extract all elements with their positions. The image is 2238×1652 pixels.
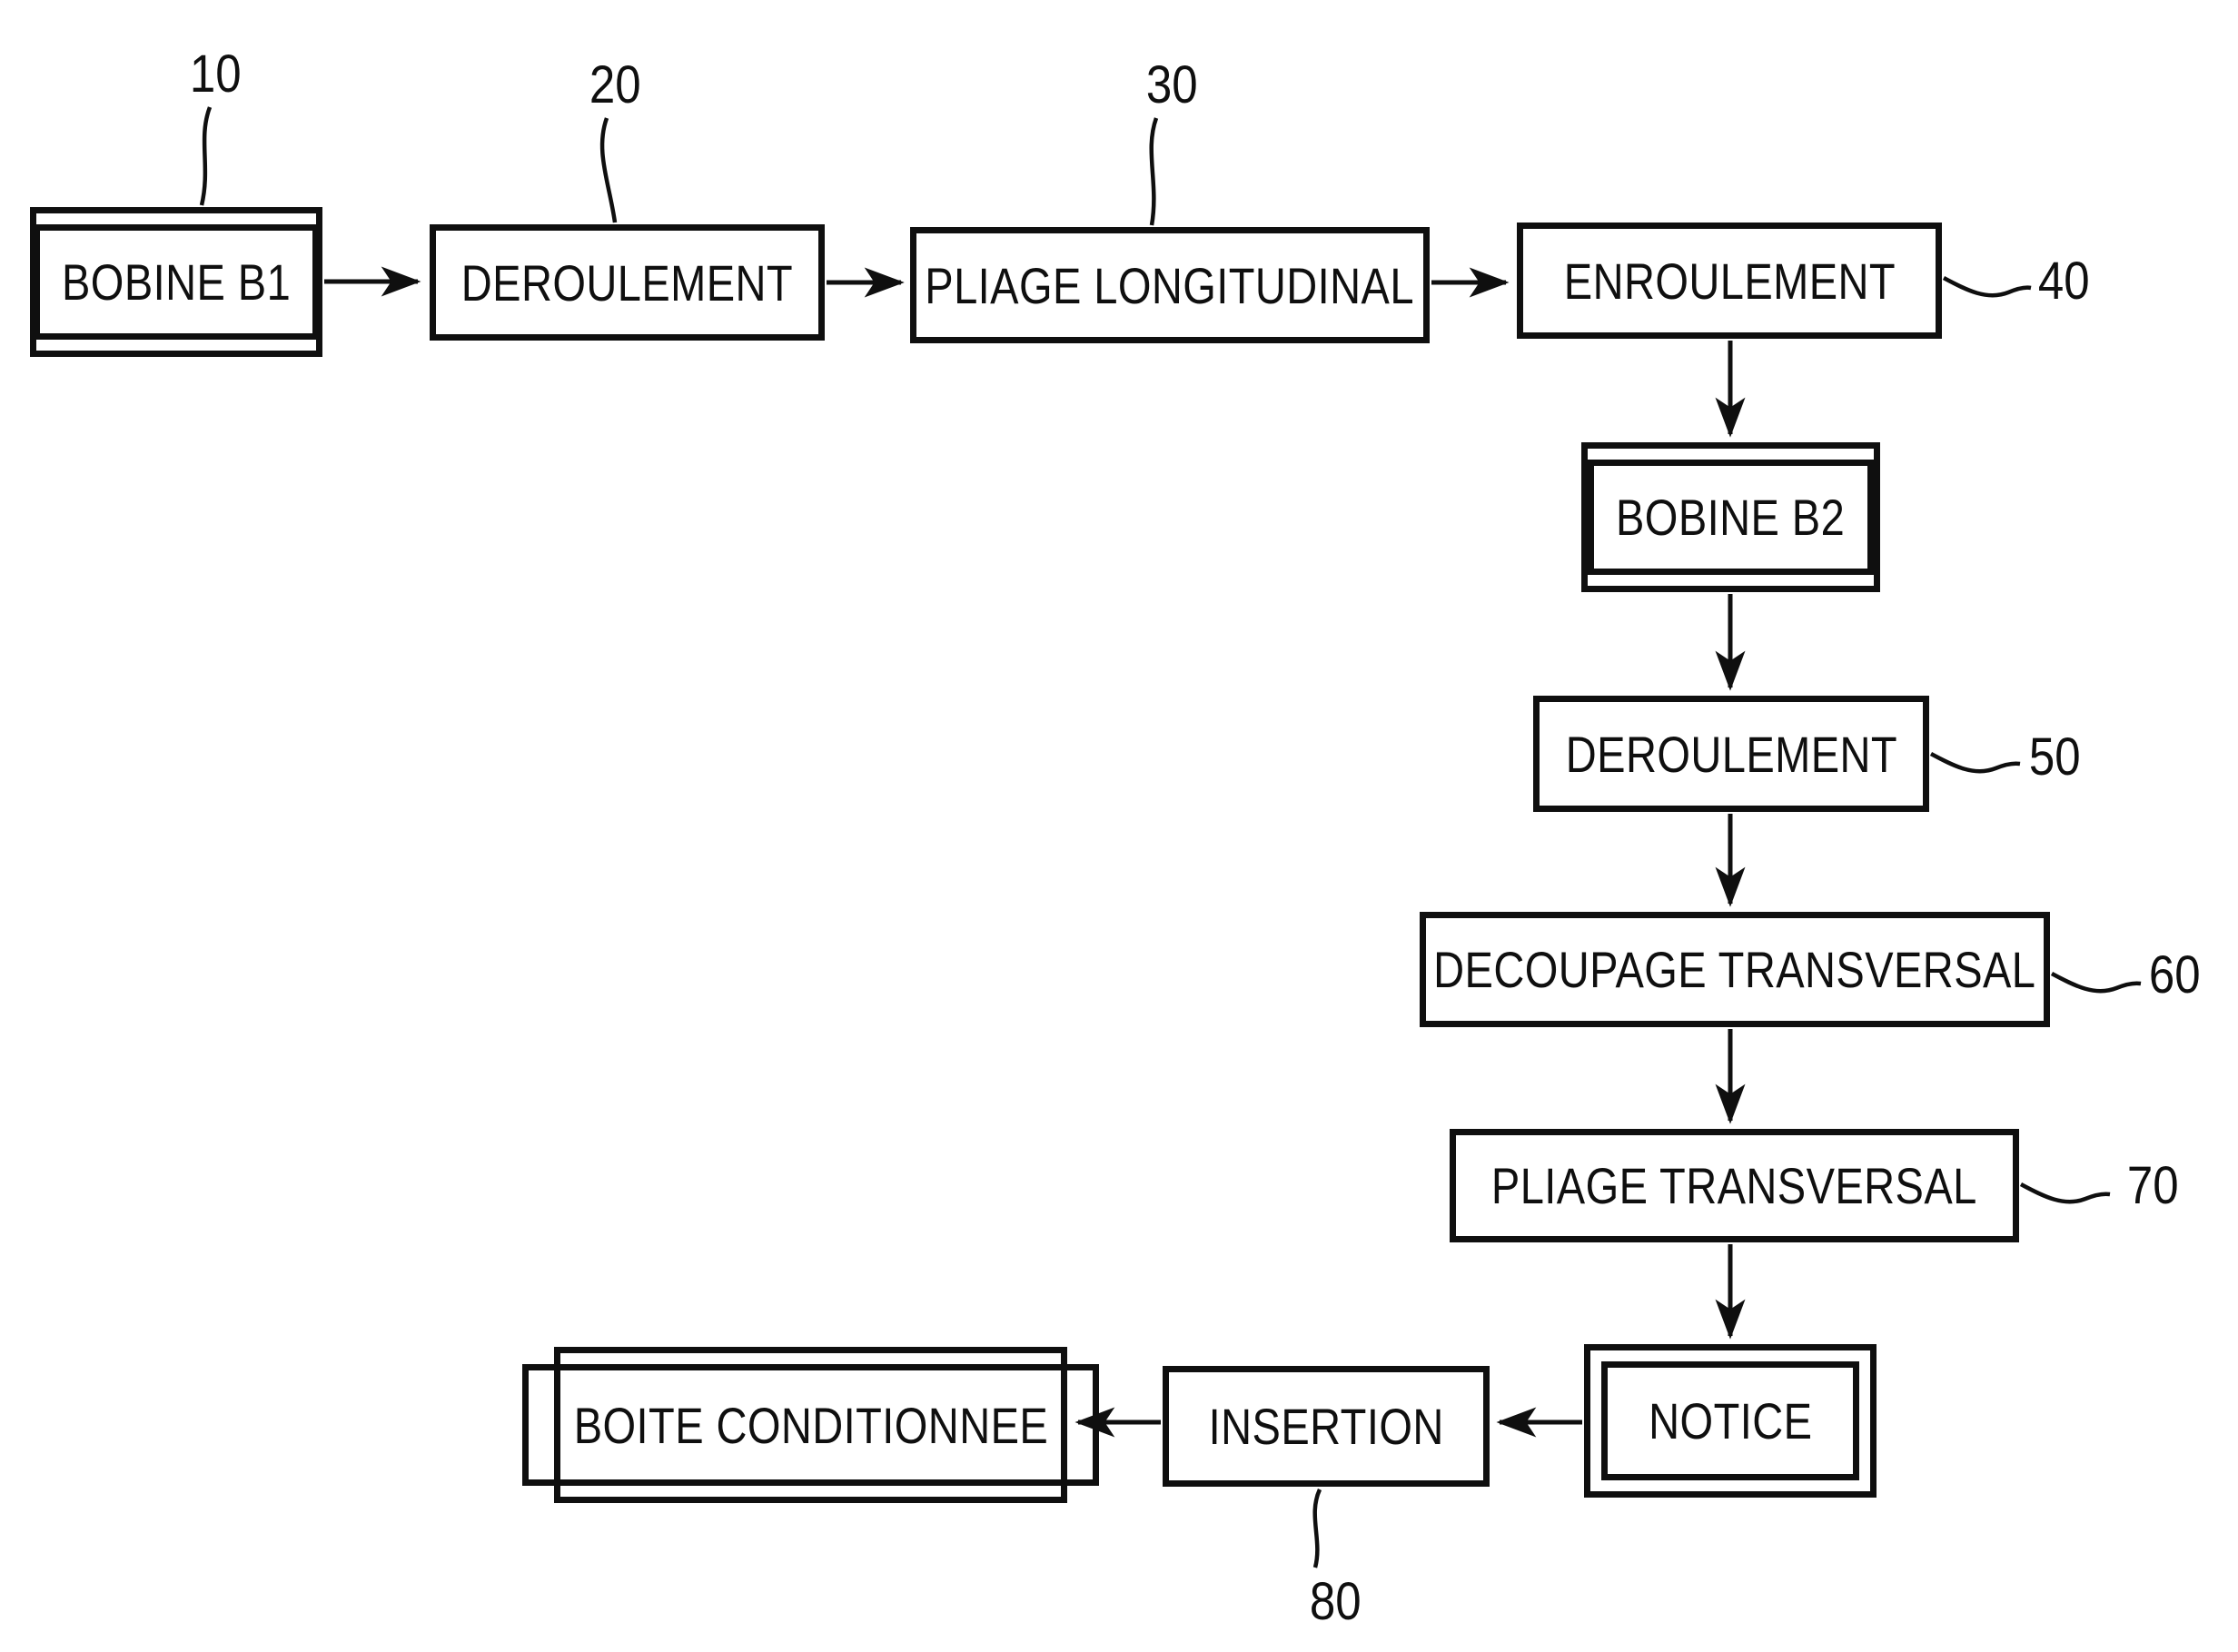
- node-notice-inner-border: NOTICE: [1601, 1361, 1859, 1480]
- node-pliage-transversal: PLIAGE TRANSVERSAL: [1450, 1129, 2019, 1242]
- ref-label-10: 10: [189, 45, 242, 104]
- node-label: DEROULEMENT: [1565, 725, 1897, 783]
- node-label: DECOUPAGE TRANSVERSAL: [1433, 941, 2036, 998]
- ref-label-60: 60: [2148, 945, 2201, 1004]
- node-deroulement-2: DEROULEMENT: [1533, 696, 1929, 812]
- node-label: NOTICE: [1648, 1392, 1813, 1449]
- leader-ref-80: [1312, 1489, 1322, 1568]
- leader-ref-70: [2019, 1182, 2111, 1204]
- node-boite-conditionnee-inner-border: BOITE CONDITIONNEE: [521, 1364, 1100, 1486]
- node-label: BOBINE B2: [1616, 489, 1846, 546]
- node-label: BOBINE B1: [61, 253, 292, 311]
- leader-ref-10: [199, 106, 213, 206]
- node-bobine-b2-inner-border: BOBINE B2: [1588, 460, 1874, 575]
- node-bobine-b1: BOBINE B1: [30, 207, 322, 357]
- node-enroulement: ENROULEMENT: [1517, 223, 1942, 339]
- node-boite-conditionnee: BOITE CONDITIONNEE: [521, 1347, 1100, 1503]
- node-label: PLIAGE LONGITUDINAL: [925, 256, 1415, 314]
- node-bobine-b1-inner-border: BOBINE B1: [33, 224, 320, 340]
- ref-label-30: 30: [1145, 55, 1198, 114]
- node-bobine-b2: BOBINE B2: [1581, 442, 1880, 592]
- node-pliage-longitudinal: PLIAGE LONGITUDINAL: [910, 227, 1430, 343]
- ref-label-20: 20: [589, 55, 641, 114]
- ref-label-80: 80: [1309, 1572, 1362, 1631]
- leader-ref-30: [1149, 117, 1159, 226]
- ref-label-40: 40: [2037, 252, 2090, 311]
- node-label: PLIAGE TRANSVERSAL: [1491, 1157, 1977, 1214]
- node-insertion: INSERTION: [1163, 1366, 1490, 1487]
- node-notice: NOTICE: [1584, 1344, 1877, 1498]
- node-label: ENROULEMENT: [1563, 252, 1896, 310]
- leader-ref-60: [2050, 972, 2142, 994]
- node-label: DEROULEMENT: [460, 253, 794, 312]
- leader-ref-20: [599, 117, 618, 223]
- node-deroulement-1: DEROULEMENT: [430, 224, 825, 341]
- node-label: BOITE CONDITIONNEE: [573, 1396, 1048, 1454]
- node-label: INSERTION: [1208, 1398, 1444, 1455]
- node-decoupage-transversal: DECOUPAGE TRANSVERSAL: [1420, 912, 2050, 1027]
- ref-label-70: 70: [2126, 1156, 2179, 1215]
- leader-ref-40: [1942, 276, 2032, 298]
- leader-ref-50: [1929, 752, 2021, 774]
- ref-label-50: 50: [2028, 727, 2081, 786]
